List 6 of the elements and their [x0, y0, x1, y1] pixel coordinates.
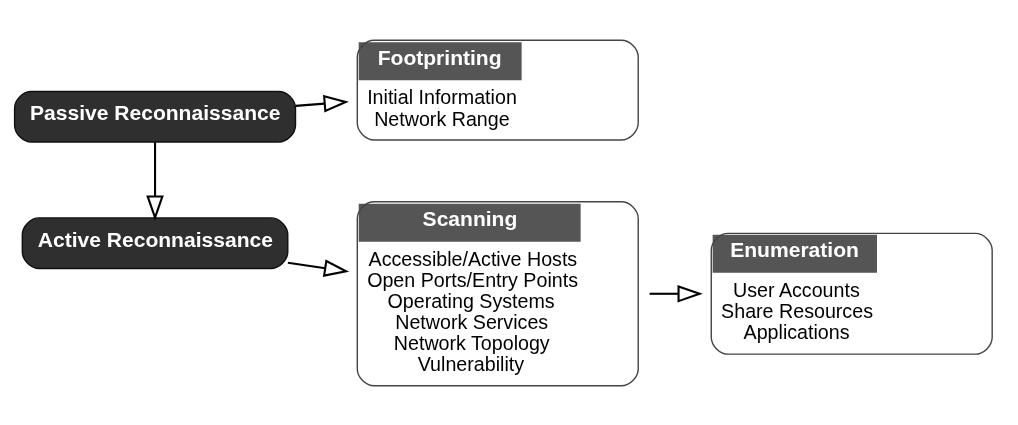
- node-box: Passive Reconnaissance: [13, 90, 297, 143]
- arrow: [287, 258, 350, 277]
- arrow: [146, 141, 164, 221]
- arrow: [649, 284, 703, 303]
- node-box: Active Reconnaissance: [21, 216, 289, 269]
- arrow: [295, 94, 349, 112]
